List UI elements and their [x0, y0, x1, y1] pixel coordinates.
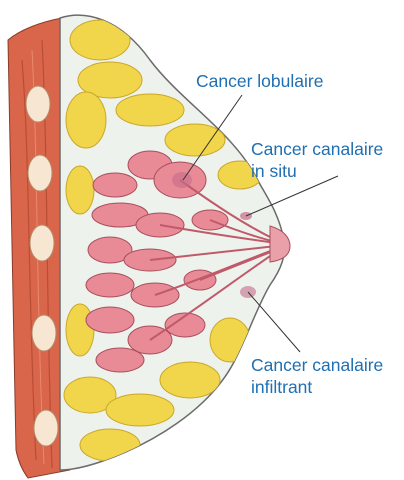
label-in-situ-line-2: in situ	[251, 160, 383, 182]
label-lobular-cancer: Cancer lobulaire	[196, 70, 323, 92]
nipple	[270, 226, 290, 262]
label-infiltrating-line-1: Cancer canalaire	[251, 354, 383, 376]
label-in-situ-cancer: Cancer canalaire in situ	[251, 138, 383, 182]
label-infiltrating-line-2: infiltrant	[251, 376, 383, 398]
label-in-situ-line-1: Cancer canalaire	[251, 138, 383, 160]
label-infiltrating-cancer: Cancer canalaire infiltrant	[251, 354, 383, 398]
leader-line-infiltrating	[248, 292, 300, 352]
lobular-tumor	[172, 172, 192, 188]
label-lobular-text: Cancer lobulaire	[196, 70, 323, 92]
